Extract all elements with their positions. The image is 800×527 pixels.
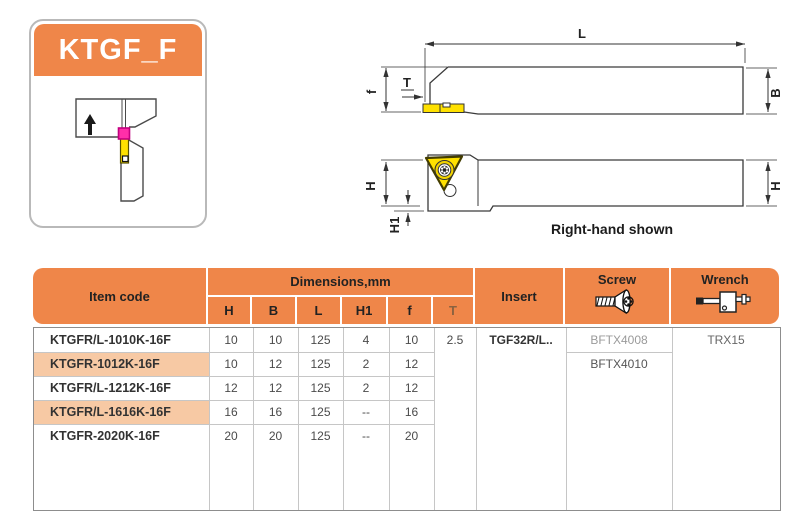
item-code-cell: KTGFR-2020K-16F bbox=[50, 429, 160, 443]
dim-H1-cell: 2 bbox=[362, 381, 370, 395]
header-dim-L: L bbox=[297, 297, 340, 324]
item-code-cell: KTGFR/L-1010K-16F bbox=[50, 333, 171, 347]
hand-orientation-caption: Right-hand shown bbox=[551, 221, 673, 237]
dim-H-cell: 20 bbox=[224, 429, 238, 443]
wrench-icon bbox=[696, 291, 751, 313]
dim-label-H1: H1 bbox=[387, 217, 402, 234]
application-diagram bbox=[75, 98, 157, 202]
wrench-merged-cell: TRX15 bbox=[707, 333, 745, 347]
shank-outline-side bbox=[427, 154, 744, 212]
insert-clamp-screw bbox=[434, 159, 455, 181]
dim-B-cell: 12 bbox=[268, 357, 283, 371]
header-dim-f: f bbox=[388, 297, 431, 324]
row-highlight bbox=[34, 352, 209, 376]
cutting-zone-marker bbox=[117, 127, 131, 140]
dim-H-cell: 10 bbox=[224, 333, 238, 347]
dim-label-B: B bbox=[768, 88, 783, 97]
spec-table-body: KTGFR/L-1010K-16F 10 10 125 4 10 KTGFR-1… bbox=[33, 327, 781, 511]
dim-f-cell: 12 bbox=[404, 381, 419, 395]
product-family-title: KTGF_F bbox=[34, 24, 202, 76]
dim-L-cell: 125 bbox=[310, 333, 331, 347]
dim-f-cell: 20 bbox=[404, 429, 419, 443]
item-code-cell: KTGFR-1012K-16F bbox=[50, 357, 160, 371]
dim-H-cell: 10 bbox=[224, 357, 238, 371]
dim-f-cell: 10 bbox=[404, 333, 419, 347]
dim-label-H-right: H bbox=[768, 181, 783, 190]
dim-B-cell: 10 bbox=[268, 333, 283, 347]
dim-f-cell: 12 bbox=[404, 357, 419, 371]
insert-merged-cell: TGF32R/L.. bbox=[489, 333, 553, 347]
workpiece-outline bbox=[75, 98, 157, 138]
row-highlight bbox=[34, 400, 209, 424]
dim-L-cell: 125 bbox=[310, 381, 331, 395]
insert-screw-hole bbox=[121, 155, 129, 163]
header-dim-H1: H1 bbox=[342, 297, 386, 324]
spec-table-header: Item code Dimensions,mm H B L H1 f T Ins… bbox=[33, 268, 781, 324]
dim-L-cell: 125 bbox=[310, 405, 331, 419]
header-dimensions-group: Dimensions,mm bbox=[208, 268, 473, 295]
drawing-top-view: L f T B bbox=[364, 26, 783, 115]
dim-B-cell: 12 bbox=[268, 381, 283, 395]
dim-label-f: f bbox=[364, 89, 379, 94]
header-wrench-label: Wrench bbox=[701, 272, 749, 287]
dim-L-cell: 125 bbox=[310, 429, 331, 443]
dim-H1-cell: 2 bbox=[362, 357, 370, 371]
dim-label-T: T bbox=[403, 75, 411, 90]
dim-H1-cell: -- bbox=[362, 429, 370, 443]
dim-H1-cell: -- bbox=[362, 405, 370, 419]
dim-label-H-left: H bbox=[363, 181, 378, 190]
item-code-cell: KTGFR/L-1616K-16F bbox=[50, 405, 171, 419]
shank-outline-top bbox=[429, 66, 744, 115]
drawing-side-view: H H1 H Right-hand shown bbox=[363, 154, 783, 237]
screw-icon bbox=[595, 288, 634, 315]
header-insert: Insert bbox=[475, 268, 563, 324]
dim-H-cell: 16 bbox=[224, 405, 238, 419]
dim-label-L: L bbox=[578, 26, 586, 41]
dim-B-cell: 20 bbox=[268, 429, 283, 443]
feed-direction-up-arrow bbox=[84, 114, 96, 135]
header-dim-T: T bbox=[433, 297, 473, 324]
dim-f-cell: 16 bbox=[404, 405, 419, 419]
dim-L-cell: 125 bbox=[310, 357, 331, 371]
header-dim-H: H bbox=[208, 297, 250, 324]
header-wrench: Wrench bbox=[671, 268, 779, 324]
header-dim-B: B bbox=[252, 297, 295, 324]
dim-B-cell: 16 bbox=[268, 405, 283, 419]
header-screw-label: Screw bbox=[597, 272, 637, 287]
spec-table: Item code Dimensions,mm H B L H1 f T Ins… bbox=[33, 268, 781, 511]
header-screw: Screw bbox=[565, 268, 669, 324]
screw-cell-bottom: BFTX4010 bbox=[590, 357, 648, 371]
dim-T-merged-cell: 2.5 bbox=[446, 333, 464, 347]
item-code-cell: KTGFR/L-1212K-16F bbox=[50, 381, 171, 395]
header-item-code: Item code bbox=[33, 268, 206, 324]
product-card: KTGF_F bbox=[29, 19, 207, 228]
screw-cell-top: BFTX4008 bbox=[590, 333, 648, 347]
dim-H-cell: 12 bbox=[224, 381, 238, 395]
dim-H1-cell: 4 bbox=[362, 333, 370, 347]
